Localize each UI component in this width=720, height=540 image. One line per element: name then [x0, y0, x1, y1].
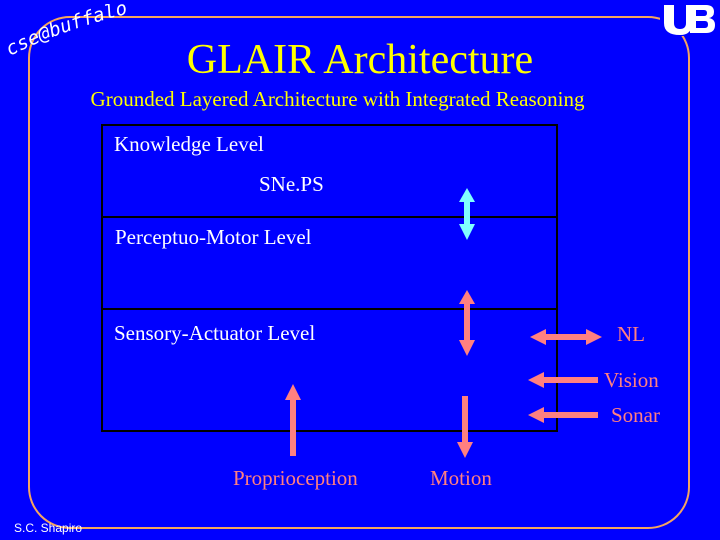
level-divider	[103, 308, 556, 310]
motion-label: Motion	[430, 466, 492, 490]
cse-buffalo-logo: cse@buffalo	[6, 4, 129, 60]
slide-frame	[28, 16, 690, 529]
knowledge-level-label: Knowledge Level	[114, 132, 264, 156]
author-footer: S.C. Shapiro	[14, 521, 83, 535]
perceptuo-sensory-arrow	[459, 290, 475, 356]
sneps-label: SNe.PS	[259, 172, 324, 196]
slide-subtitle: Grounded Layered Architecture with Integ…	[90, 87, 585, 111]
vision-arrow	[528, 372, 598, 388]
level-divider	[103, 216, 556, 218]
vision-label: Vision	[604, 368, 659, 392]
sonar-label: Sonar	[611, 403, 660, 427]
sonar-arrow	[528, 407, 598, 423]
motion-arrow	[457, 396, 473, 458]
level-stack	[101, 124, 558, 432]
proprioception-arrow	[285, 384, 301, 456]
sensory-actuator-level-label: Sensory-Actuator Level	[114, 321, 316, 345]
nl-arrow	[530, 329, 602, 345]
knowledge-perceptuo-arrow	[459, 188, 475, 240]
ub-logo-icon	[660, 2, 718, 36]
perceptuo-motor-level-label: Perceptuo-Motor Level	[115, 225, 312, 249]
slide-title: GLAIR Architecture	[186, 37, 534, 83]
proprioception-label: Proprioception	[233, 466, 358, 490]
nl-label: NL	[617, 322, 645, 346]
